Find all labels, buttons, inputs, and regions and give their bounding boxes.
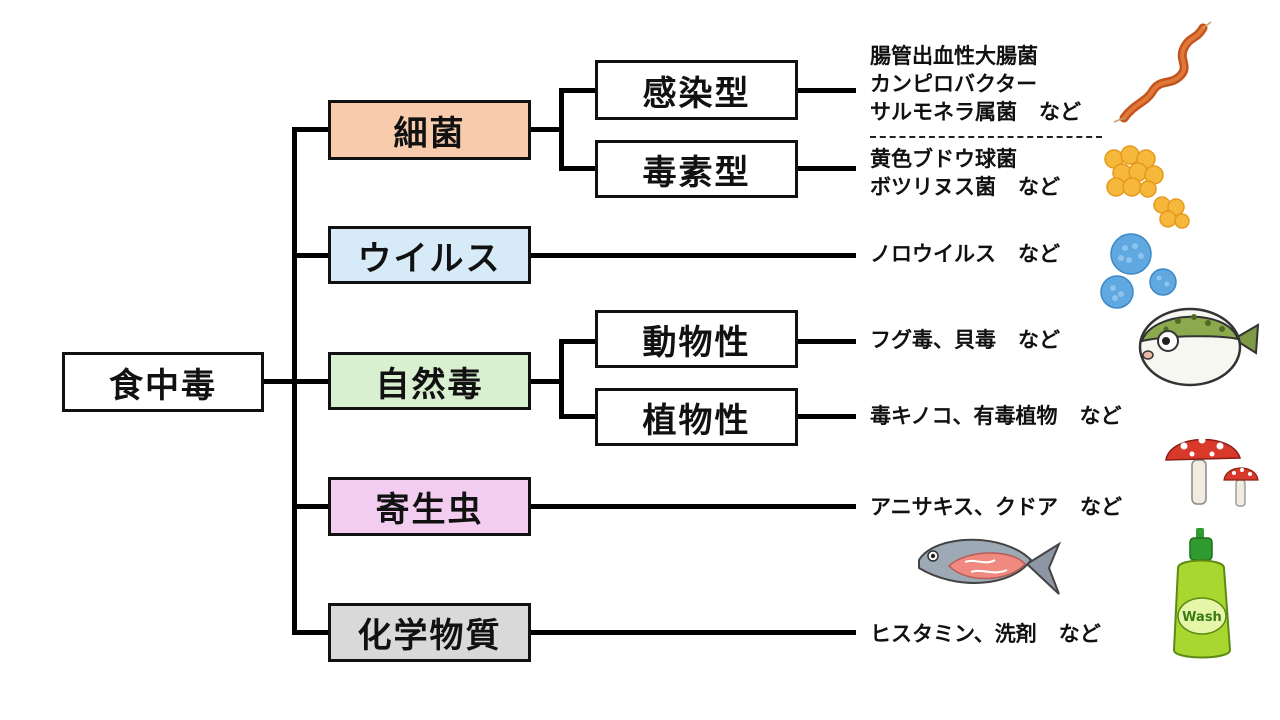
toxin-leader <box>796 166 856 171</box>
detergent-bottle-icon: Wash <box>1172 528 1232 659</box>
sub-toxin-label: 毒素型 <box>642 152 751 193</box>
sub-infection-label: 感染型 <box>642 73 751 114</box>
bacteria-fork-bottom <box>559 166 597 171</box>
category-parasite-box: 寄生虫 <box>328 477 531 536</box>
example-text: サルモネラ属菌 <box>870 100 1017 124</box>
example-text: ノロウイルス <box>870 242 996 266</box>
category-natural-box: 自然毒 <box>328 352 531 410</box>
category-virus-label: ウイルス <box>357 238 502 279</box>
example-text: フグ毒、貝毒 <box>870 328 996 352</box>
category-chemical-box: 化学物質 <box>328 603 531 662</box>
example-item: ボツリヌス菌など <box>870 173 1060 201</box>
example-item: 黄色ブドウ球菌 <box>870 147 1017 171</box>
nado-suffix: など <box>1079 404 1122 428</box>
nado-suffix: など <box>1039 100 1081 124</box>
animal-leader <box>796 339 856 344</box>
norovirus-icon <box>1100 233 1177 309</box>
infection-examples: 腸管出血性大腸菌 カンピロバクター サルモネラ属菌など <box>870 42 1081 126</box>
toxin-examples: 黄色ブドウ球菌 ボツリヌス菌など <box>870 145 1060 201</box>
nado-suffix: など <box>1018 328 1060 352</box>
example-text: 毒キノコ、有毒植物 <box>870 404 1058 428</box>
trunk-branch-chemical <box>292 630 330 635</box>
dashed-divider <box>870 136 1102 138</box>
category-chemical-label: 化学物質 <box>357 616 502 656</box>
poison-mushroom-icon <box>1165 436 1259 507</box>
animal-examples: フグ毒、貝毒など <box>870 326 1060 354</box>
nado-suffix: など <box>1058 622 1101 646</box>
chemical-leader <box>529 630 856 635</box>
staphylococcus-icon <box>1104 145 1190 229</box>
example-text: アニサキス、クドア <box>870 495 1058 519</box>
plant-leader <box>796 414 856 419</box>
example-text: ボツリヌス菌 <box>870 175 996 199</box>
example-item: カンピロバクター <box>870 72 1038 96</box>
virus-examples: ノロウイルスなど <box>870 240 1060 268</box>
sub-toxin-box: 毒素型 <box>595 140 798 198</box>
trunk-branch-virus <box>292 253 330 258</box>
example-item: 腸管出血性大腸菌 <box>870 44 1038 68</box>
pufferfish-icon <box>1138 307 1260 387</box>
sub-plant-label: 植物性 <box>642 400 751 441</box>
trunk-branch-natural <box>292 379 330 384</box>
parasite-leader <box>529 504 856 509</box>
category-virus-box: ウイルス <box>328 226 531 284</box>
fish-icon <box>918 538 1062 595</box>
natural-fork-bottom <box>559 414 597 419</box>
bottle-label-text: Wash <box>1182 610 1222 625</box>
sub-infection-box: 感染型 <box>595 60 798 120</box>
sub-animal-box: 動物性 <box>595 310 798 368</box>
nado-suffix: など <box>1018 175 1060 199</box>
example-item: サルモネラ属菌など <box>870 98 1081 126</box>
bacteria-fork-top <box>559 88 597 93</box>
bacteria-fork <box>559 88 564 171</box>
trunk-branch-bacteria <box>292 127 330 132</box>
category-parasite-label: 寄生虫 <box>375 490 484 530</box>
natural-fork <box>559 339 564 419</box>
root-label: 食中毒 <box>109 365 217 406</box>
plant-examples: 毒キノコ、有毒植物など <box>870 402 1122 430</box>
category-bacteria-box: 細菌 <box>328 100 531 160</box>
nado-suffix: など <box>1018 242 1060 266</box>
bacteria-rod-icon <box>1113 21 1212 123</box>
trunk-branch-parasite <box>292 504 330 509</box>
chemical-examples: ヒスタミン、洗剤など <box>870 620 1101 648</box>
sub-plant-box: 植物性 <box>595 388 798 446</box>
nado-suffix: など <box>1079 495 1122 519</box>
bacteria-stub <box>529 127 564 132</box>
example-text: ヒスタミン、洗剤 <box>870 622 1037 646</box>
virus-leader <box>529 253 856 258</box>
parasite-examples: アニサキス、クドアなど <box>870 493 1122 521</box>
root-connector <box>262 379 296 384</box>
category-bacteria-label: 細菌 <box>393 113 466 154</box>
natural-stub <box>529 379 564 384</box>
root-box: 食中毒 <box>62 352 264 412</box>
infection-leader <box>796 88 856 93</box>
natural-fork-top <box>559 339 597 344</box>
category-natural-label: 自然毒 <box>375 364 484 405</box>
sub-animal-label: 動物性 <box>642 322 751 363</box>
